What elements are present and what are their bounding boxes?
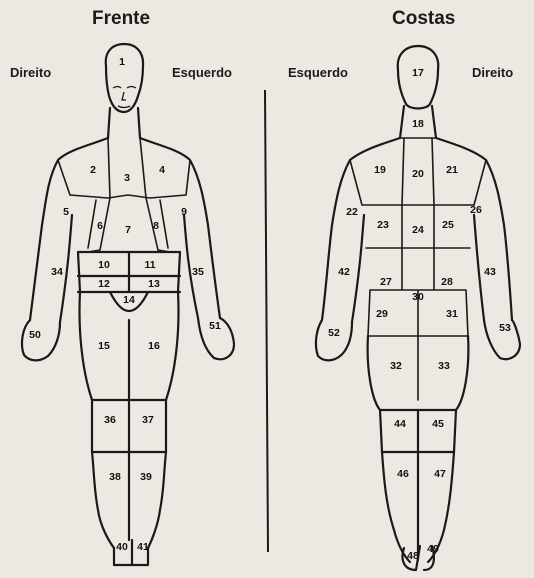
region-number-24: 24	[412, 224, 424, 236]
front-side-label-right: Esquerdo	[172, 65, 232, 80]
front-right-hand	[22, 320, 60, 360]
region-number-17: 17	[412, 67, 424, 79]
back-side-label-right: Direito	[472, 65, 513, 80]
region-number-28: 28	[441, 276, 453, 288]
region-number-15: 15	[98, 340, 110, 352]
region-number-9: 9	[181, 206, 187, 218]
region-number-3: 3	[124, 172, 130, 184]
front-side-label-left: Direito	[10, 65, 51, 80]
region-number-34: 34	[51, 266, 63, 278]
region-number-41: 41	[137, 541, 149, 553]
region-number-1: 1	[119, 56, 125, 68]
region-number-42: 42	[338, 266, 350, 278]
region-number-7: 7	[125, 224, 131, 236]
region-number-40: 40	[116, 541, 128, 553]
region-number-2: 2	[90, 164, 96, 176]
region-number-53: 53	[499, 322, 511, 334]
region-number-43: 43	[484, 266, 496, 278]
region-number-25: 25	[442, 219, 454, 231]
region-number-12: 12	[98, 278, 110, 290]
region-number-18: 18	[412, 118, 424, 130]
region-number-39: 39	[140, 471, 152, 483]
region-number-45: 45	[432, 418, 444, 430]
front-waist	[78, 252, 180, 292]
region-number-48: 48	[407, 550, 419, 562]
region-number-44: 44	[394, 418, 406, 430]
region-number-22: 22	[346, 206, 358, 218]
region-number-21: 21	[446, 164, 458, 176]
region-number-31: 31	[446, 308, 458, 320]
region-number-50: 50	[29, 329, 41, 341]
back-side-label-left: Esquerdo	[288, 65, 348, 80]
region-number-27: 27	[380, 276, 392, 288]
region-number-14: 14	[123, 294, 135, 306]
region-number-8: 8	[153, 220, 159, 232]
region-number-32: 32	[390, 360, 402, 372]
region-number-49: 49	[427, 543, 439, 555]
region-number-29: 29	[376, 308, 388, 320]
back-title: Costas	[392, 8, 455, 29]
region-number-11: 11	[144, 259, 155, 271]
region-number-4: 4	[159, 164, 165, 176]
region-number-36: 36	[104, 414, 116, 426]
region-number-19: 19	[374, 164, 386, 176]
region-number-38: 38	[109, 471, 121, 483]
region-number-10: 10	[98, 259, 110, 271]
region-number-16: 16	[148, 340, 160, 352]
front-legs	[80, 292, 179, 548]
front-head	[106, 44, 143, 112]
region-number-30: 30	[412, 291, 424, 303]
region-number-51: 51	[209, 320, 221, 332]
region-number-26: 26	[470, 204, 482, 216]
region-number-23: 23	[377, 219, 389, 231]
region-number-37: 37	[142, 414, 154, 426]
divider-line	[265, 90, 268, 552]
region-number-46: 46	[397, 468, 409, 480]
region-number-20: 20	[412, 168, 424, 180]
region-number-6: 6	[97, 220, 103, 232]
region-number-13: 13	[148, 278, 160, 290]
region-number-35: 35	[192, 266, 204, 278]
region-number-52: 52	[328, 327, 340, 339]
front-face	[113, 87, 136, 108]
region-number-47: 47	[434, 468, 446, 480]
region-number-5: 5	[63, 206, 69, 218]
region-number-33: 33	[438, 360, 450, 372]
front-title: Frente	[92, 8, 150, 29]
front-chest-lines	[58, 138, 190, 252]
